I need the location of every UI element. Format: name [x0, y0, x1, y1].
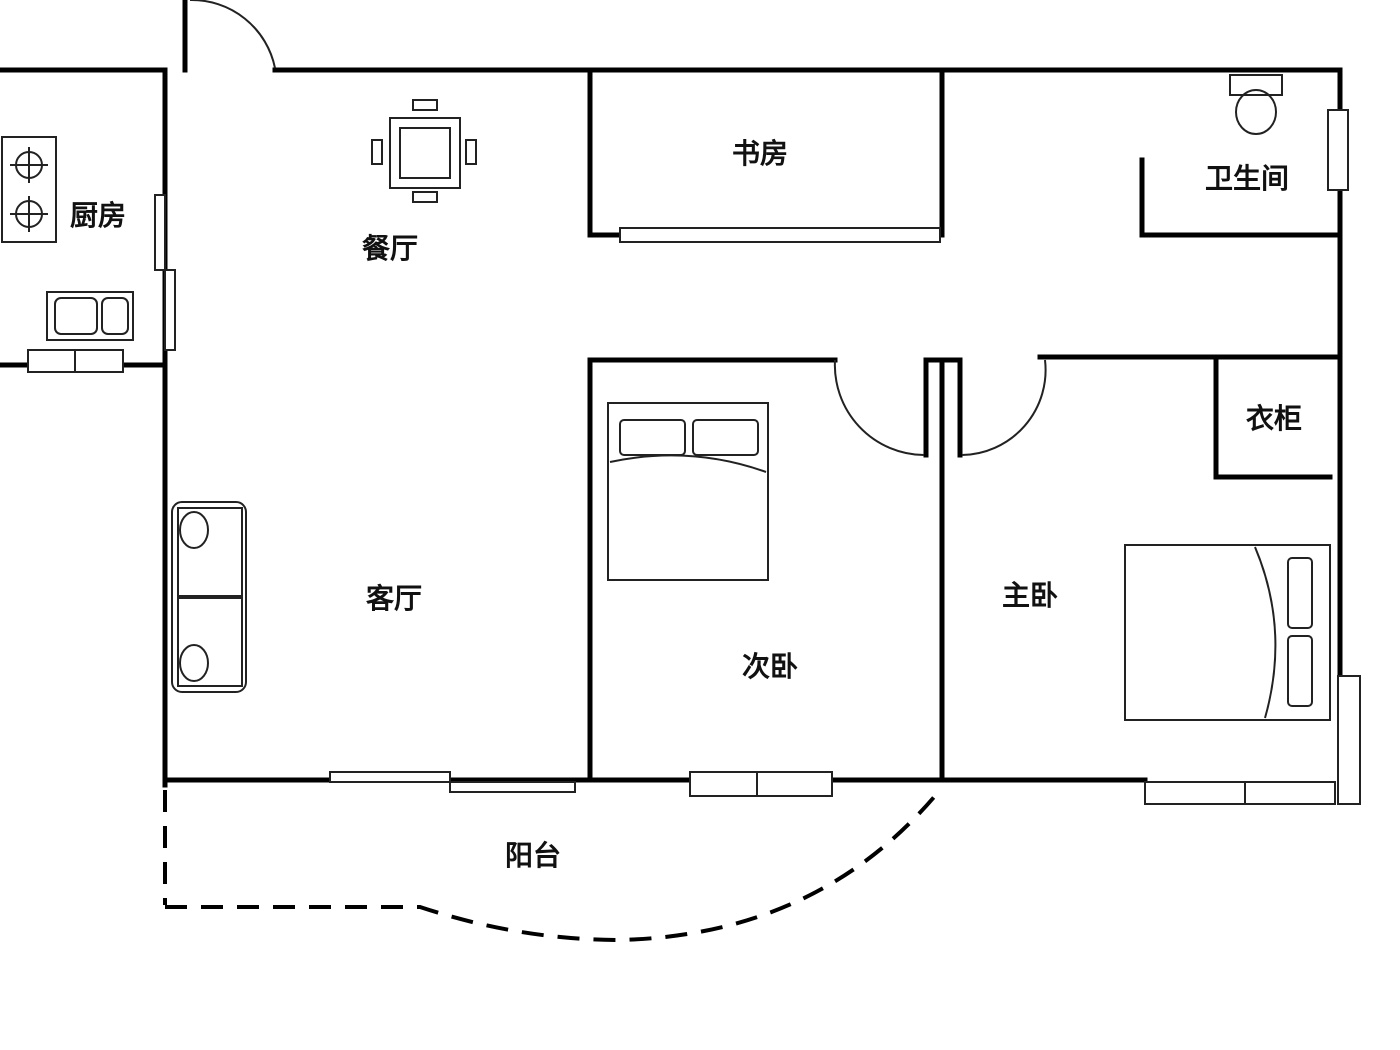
- bed-icon-second: [607, 402, 769, 581]
- doors: [190, 0, 1047, 456]
- sink-icon: [46, 291, 134, 341]
- label-living: 客厅: [366, 582, 422, 615]
- label-dining: 餐厅: [362, 232, 418, 265]
- label-wardrobe: 衣柜: [1246, 402, 1302, 435]
- stove-icon: [1, 136, 57, 243]
- balcony-outline: [163, 788, 942, 943]
- label-kitchen: 厨房: [70, 199, 126, 232]
- windows: [27, 109, 1361, 805]
- label-bathroom: 卫生间: [1205, 162, 1289, 195]
- sofa-icon: [171, 501, 247, 693]
- room-labels: 厨房 餐厅 书房 卫生间 衣柜 客厅 次卧 主卧 阳台: [70, 137, 1302, 872]
- bed-icon-master: [1124, 544, 1331, 721]
- label-balcony: 阳台: [505, 839, 561, 872]
- dining-table-icon: [371, 99, 477, 203]
- walls: [0, 0, 1343, 788]
- label-second-bedroom: 次卧: [742, 650, 798, 683]
- furniture: [1, 74, 1331, 721]
- label-study: 书房: [732, 137, 788, 170]
- toilet-icon: [1229, 74, 1283, 135]
- label-master-bedroom: 主卧: [1002, 579, 1058, 612]
